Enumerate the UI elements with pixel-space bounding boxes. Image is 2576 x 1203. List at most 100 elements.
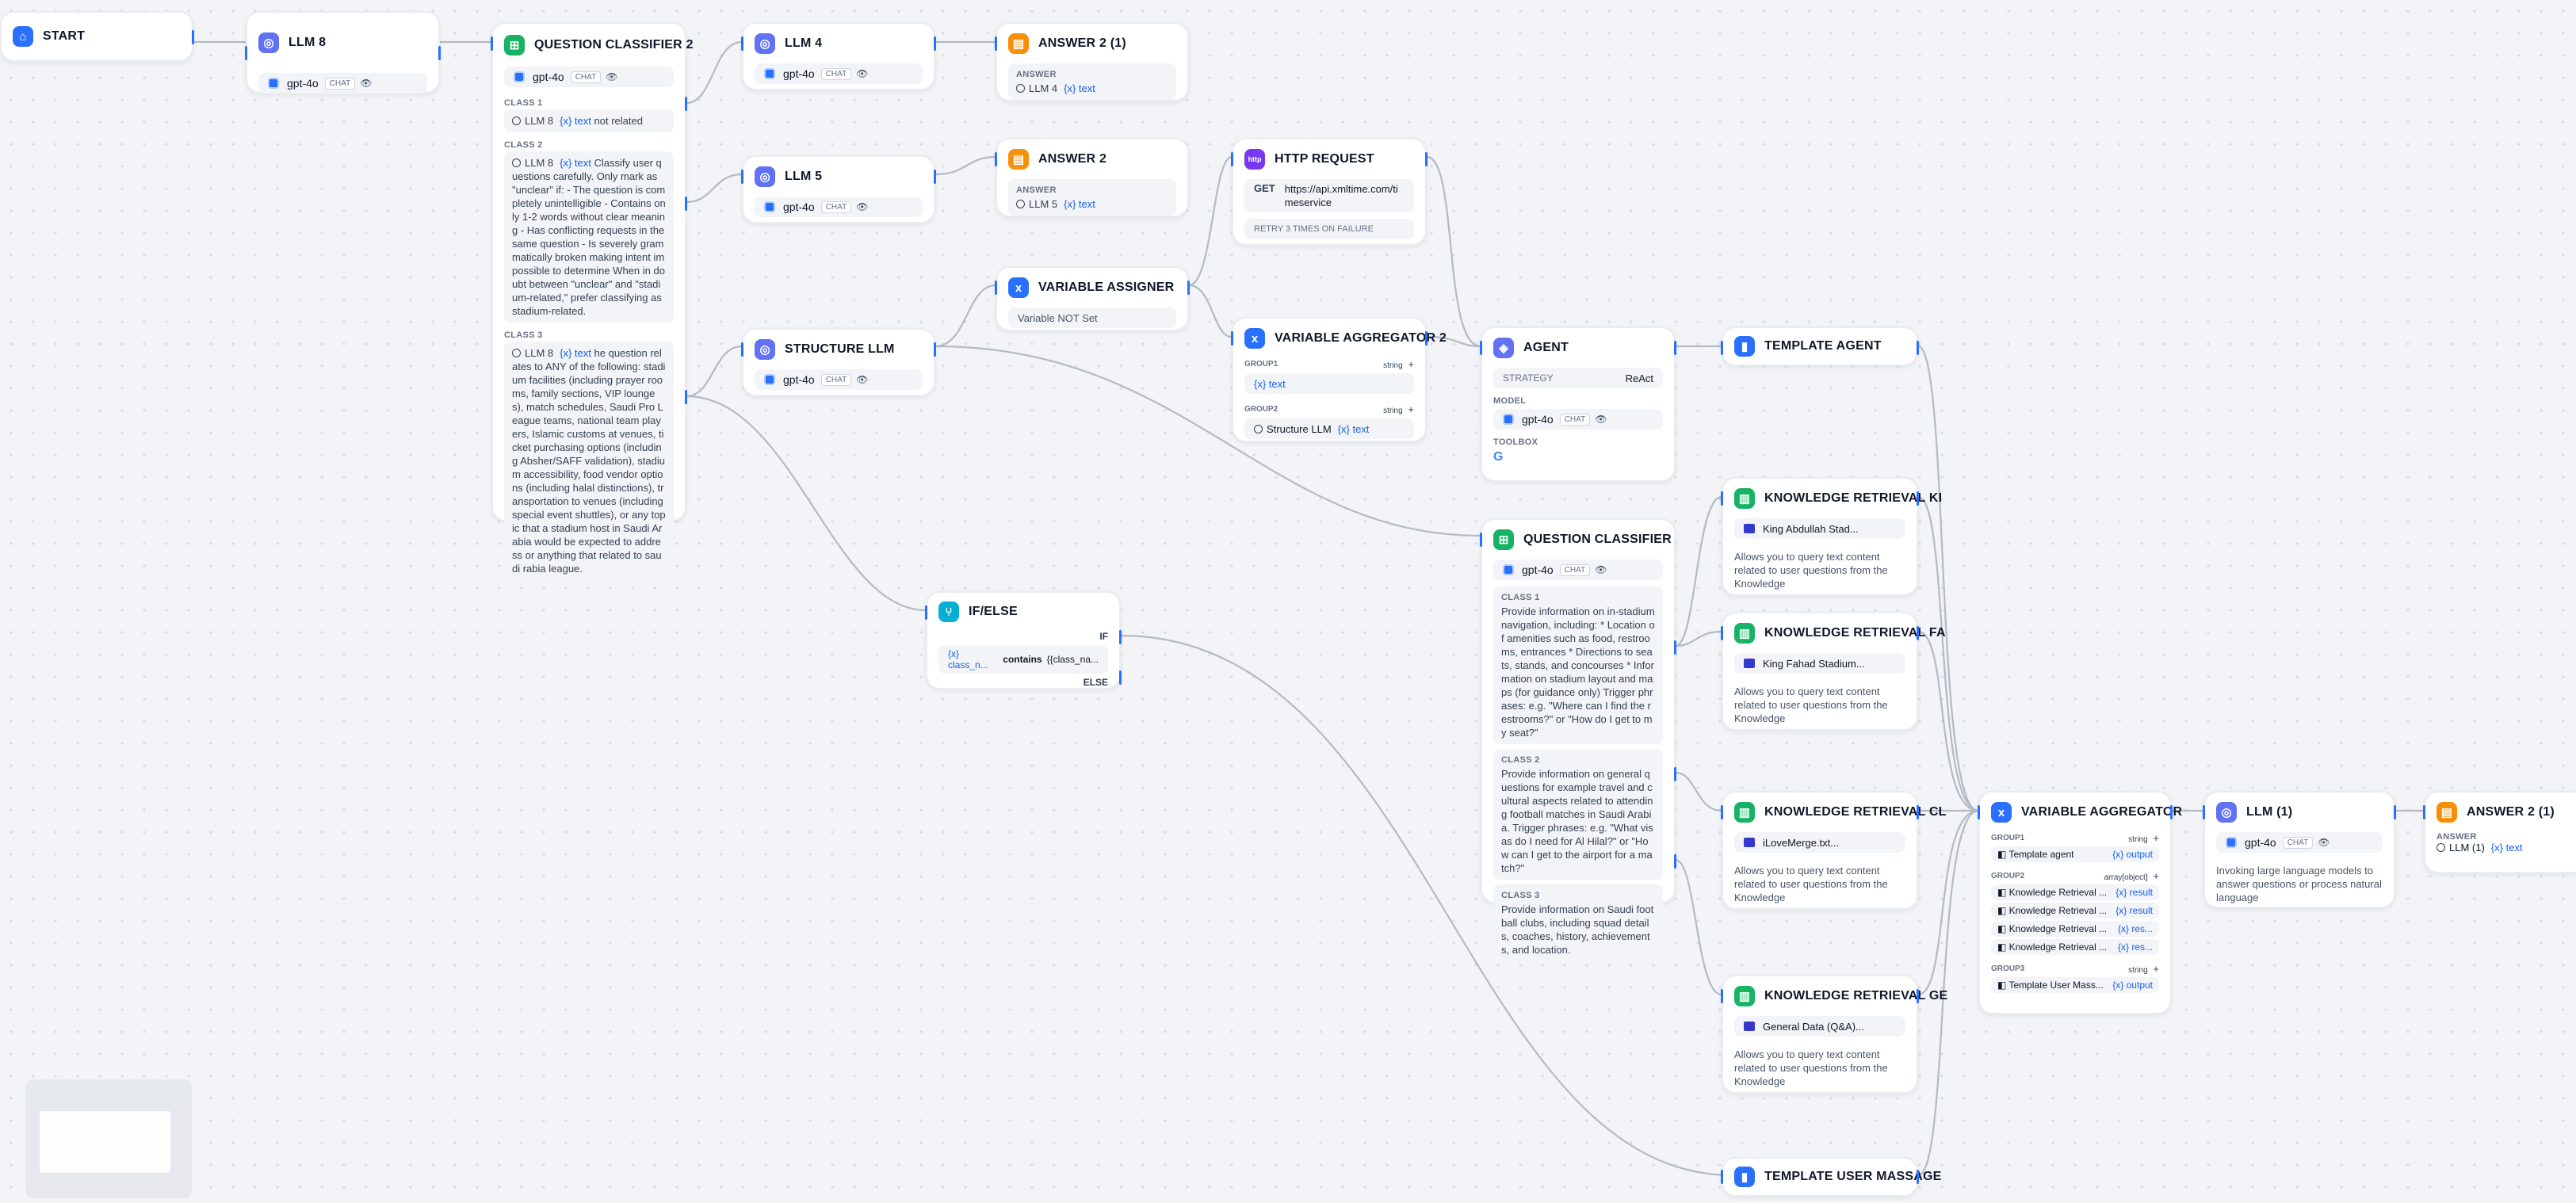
- input-handle[interactable]: [741, 170, 743, 184]
- class-3-handle[interactable]: [1674, 854, 1676, 869]
- output-handle[interactable]: [1917, 1170, 1919, 1184]
- input-handle[interactable]: [741, 36, 743, 51]
- input-handle[interactable]: [925, 605, 927, 620]
- dataset-item[interactable]: King Abdullah Stad...: [1734, 518, 1905, 539]
- add-variable-button[interactable]: +: [1408, 358, 1414, 370]
- input-handle[interactable]: [1480, 533, 1482, 547]
- node-start[interactable]: ⌂START: [0, 11, 194, 62]
- node-knowledge-retrieval-cl[interactable]: ▥KNOWLEDGE RETRIEVAL CL iLoveMerge.txt..…: [1721, 791, 1946, 910]
- google-tool-icon[interactable]: G: [1493, 450, 1504, 464]
- else-handle[interactable]: [1119, 670, 1122, 685]
- output-handle[interactable]: [2394, 805, 2396, 819]
- aggregator-variable[interactable]: ◧ Knowledge Retrieval ...{x} res...: [1991, 921, 2159, 937]
- output-handle[interactable]: [1917, 491, 1919, 506]
- input-handle[interactable]: [491, 36, 493, 51]
- add-variable-button[interactable]: +: [2153, 963, 2159, 975]
- input-handle[interactable]: [995, 152, 997, 166]
- input-handle[interactable]: [1721, 1170, 1723, 1184]
- add-variable-button[interactable]: +: [2153, 870, 2159, 882]
- aggregator-variable[interactable]: ◧ Template agent{x} output: [1991, 846, 2159, 862]
- node-if-else[interactable]: ⑂IF/ELSE IF {x} class_n...contains{{clas…: [925, 591, 1122, 689]
- node-template-user-massage[interactable]: ▮TEMPLATE USER MASSAGE: [1721, 1157, 1941, 1197]
- output-handle[interactable]: [1917, 805, 1919, 819]
- output-handle[interactable]: [1917, 341, 1919, 355]
- node-knowledge-retrieval-ge[interactable]: ▥KNOWLEDGE RETRIEVAL GE General Data (Q&…: [1721, 975, 1947, 1094]
- node-title: QUESTION CLASSIFIER: [1523, 533, 1672, 546]
- input-handle[interactable]: [1721, 341, 1723, 355]
- output-handle[interactable]: [1187, 281, 1190, 295]
- output-handle[interactable]: [934, 170, 936, 184]
- add-variable-button[interactable]: +: [1408, 403, 1414, 415]
- aggregator-variable[interactable]: ◧ Knowledge Retrieval ...{x} result: [1991, 884, 2159, 900]
- node-knowledge-retrieval-ki[interactable]: ▥KNOWLEDGE RETRIEVAL KI King Abdullah St…: [1721, 477, 1942, 596]
- minimap[interactable]: [25, 1079, 192, 1198]
- class-3-handle[interactable]: [685, 390, 687, 404]
- input-handle[interactable]: [245, 46, 247, 60]
- dataset-item[interactable]: King Fahad Stadium...: [1734, 653, 1905, 674]
- minimap-viewport[interactable]: [40, 1111, 170, 1173]
- dataset-item[interactable]: General Data (Q&A)...: [1734, 1016, 1905, 1037]
- input-handle[interactable]: [1721, 491, 1723, 506]
- input-handle[interactable]: [2203, 805, 2205, 819]
- dataset-item[interactable]: iLoveMerge.txt...: [1734, 832, 1905, 853]
- aggregator-variable[interactable]: ◧ Knowledge Retrieval ...{x} result: [1991, 903, 2159, 918]
- input-handle[interactable]: [995, 36, 997, 51]
- condition-row[interactable]: {x} class_n...contains{{class_na...: [938, 645, 1108, 674]
- class-1-handle[interactable]: [1674, 640, 1676, 655]
- output-handle[interactable]: [1674, 341, 1676, 355]
- input-handle[interactable]: [995, 281, 997, 295]
- if-handle[interactable]: [1119, 630, 1122, 644]
- output-handle[interactable]: [1917, 989, 1919, 1003]
- var-chip: {x} text: [1254, 377, 1286, 390]
- input-handle[interactable]: [1721, 805, 1723, 819]
- input-handle[interactable]: [1721, 626, 1723, 640]
- aggregator-variable[interactable]: ◧ Knowledge Retrieval ...{x} res...: [1991, 939, 2159, 955]
- input-handle[interactable]: [741, 342, 743, 357]
- output-handle[interactable]: [934, 36, 936, 51]
- add-variable-button[interactable]: +: [2153, 832, 2159, 844]
- input-handle[interactable]: [2423, 805, 2425, 819]
- output-handle[interactable]: [438, 46, 441, 60]
- class-1-handle[interactable]: [685, 97, 687, 111]
- output-handle[interactable]: [2170, 805, 2173, 819]
- output-handle[interactable]: [1425, 152, 1428, 166]
- node-knowledge-retrieval-fa[interactable]: ▥KNOWLEDGE RETRIEVAL FA King Fahad Stadi…: [1721, 612, 1946, 731]
- output-handle[interactable]: [192, 30, 194, 44]
- aggregator-variable[interactable]: ◧ Template User Mass...{x} output: [1991, 977, 2159, 993]
- variable-x-icon: x: [1008, 277, 1029, 298]
- input-handle[interactable]: [1978, 805, 1980, 819]
- class-2-handle[interactable]: [685, 197, 687, 211]
- output-handle[interactable]: [1917, 626, 1919, 640]
- input-handle[interactable]: [1231, 331, 1233, 346]
- input-handle[interactable]: [1480, 341, 1482, 355]
- node-template-agent[interactable]: ▮TEMPLATE AGENT: [1721, 327, 1919, 366]
- class-2-handle[interactable]: [1674, 767, 1676, 781]
- output-handle[interactable]: [1425, 331, 1428, 346]
- output-handle[interactable]: [934, 342, 936, 357]
- input-handle[interactable]: [1721, 989, 1723, 1003]
- input-handle[interactable]: [1231, 152, 1233, 166]
